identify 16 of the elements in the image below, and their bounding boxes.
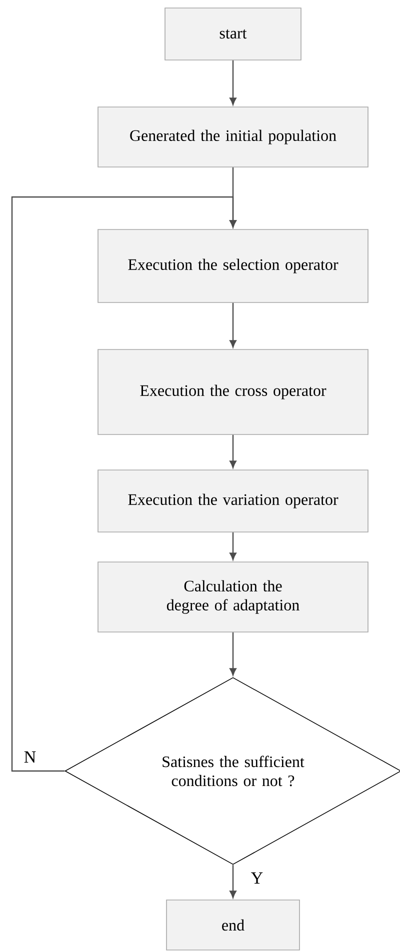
process-box: start bbox=[164, 8, 302, 60]
arrow bbox=[230, 532, 236, 560]
arrow bbox=[230, 434, 236, 468]
process-box: Execution the selection operator bbox=[98, 229, 368, 303]
arrow bbox=[230, 60, 236, 106]
process-box: Execution the variation operator bbox=[98, 470, 368, 532]
process-box: end bbox=[166, 900, 300, 950]
process-box: Calculation the degree of adaptation bbox=[98, 562, 368, 632]
edge-label: N bbox=[22, 750, 38, 764]
arrow bbox=[11, 196, 236, 772]
edge-label: Y bbox=[250, 871, 264, 885]
process-box: Generated the initial population bbox=[98, 106, 368, 168]
arrow bbox=[230, 302, 236, 348]
arrow bbox=[230, 632, 236, 676]
arrow bbox=[230, 864, 236, 898]
process-box: Execution the cross operator bbox=[98, 349, 368, 435]
